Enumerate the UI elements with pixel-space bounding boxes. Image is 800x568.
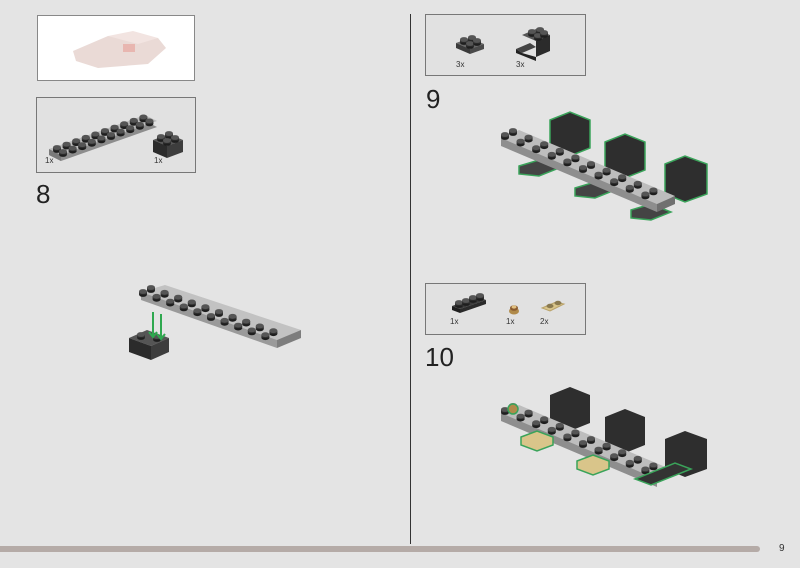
stud [228, 313, 237, 322]
stud [516, 413, 525, 422]
stud [633, 455, 642, 464]
stud [547, 426, 556, 435]
parts-list-step-9: 3x 3x [425, 14, 586, 76]
stud [247, 327, 256, 336]
stud [540, 416, 549, 425]
stud [145, 118, 154, 127]
stud [215, 309, 223, 317]
stud [563, 158, 572, 167]
stud [602, 442, 611, 451]
stud [87, 138, 96, 147]
stud [179, 303, 188, 312]
stud [255, 323, 264, 332]
stud [587, 161, 595, 169]
model-preview-image [73, 31, 166, 68]
stud [160, 289, 169, 298]
stud [166, 298, 175, 307]
part-qty: 3x [516, 60, 525, 69]
stud [97, 135, 106, 144]
stud [234, 322, 243, 331]
part-qty: 3x [456, 60, 465, 69]
stud [540, 141, 549, 150]
placement-arrow-icon [148, 312, 166, 341]
stud [571, 154, 580, 163]
part-plate-1x2-rounded [540, 300, 566, 312]
stud [187, 299, 196, 308]
step-10-illustration [501, 387, 707, 487]
stud [610, 453, 619, 462]
stud [524, 409, 533, 418]
stud [126, 125, 135, 134]
stud [532, 145, 541, 154]
stud [563, 433, 572, 442]
stud [594, 446, 603, 455]
part-plate-1x4 [452, 293, 486, 313]
stud [618, 174, 627, 183]
part-plate-2x10 [49, 114, 157, 161]
stud [242, 318, 251, 327]
stud [602, 167, 611, 176]
parts-list-step-10: 1x 1x 2x [425, 283, 586, 335]
stud [610, 178, 619, 187]
part-bracket-2x2 [516, 27, 550, 61]
stud [207, 313, 215, 321]
stud [501, 132, 509, 140]
part-qty: 2x [540, 317, 549, 326]
stud [587, 436, 595, 444]
stud [649, 187, 658, 196]
step-number: 8 [36, 179, 51, 209]
stud [555, 422, 564, 431]
part-plate-2x2 [456, 35, 484, 54]
stud [579, 165, 587, 173]
stud [579, 440, 587, 448]
step-number: 10 [425, 342, 454, 372]
parts-list-step-8: 1x 1x [36, 97, 196, 173]
stud [509, 128, 517, 136]
step-number: 9 [426, 84, 441, 114]
stud [555, 147, 564, 156]
stud [261, 332, 270, 341]
stud [147, 285, 155, 293]
stud [594, 171, 603, 180]
stud [193, 308, 202, 317]
stud [135, 121, 144, 130]
stud [152, 293, 161, 302]
step-8-illustration [129, 285, 301, 360]
stud [174, 294, 183, 303]
part-qty: 1x [154, 156, 163, 165]
stud [532, 420, 541, 429]
stud [524, 134, 533, 143]
stud [618, 449, 627, 458]
stud [78, 142, 87, 151]
progress-bar [0, 546, 760, 552]
stud [571, 429, 580, 438]
stud [625, 184, 634, 193]
stud [516, 138, 525, 147]
stud [139, 289, 147, 297]
part-qty: 1x [506, 317, 515, 326]
model-preview [37, 15, 195, 81]
stud [68, 145, 77, 154]
page-number: 9 [779, 543, 785, 554]
part-qty: 1x [450, 317, 459, 326]
page-divider [410, 14, 411, 544]
part-round-plate-1x1 [509, 305, 519, 315]
stud [107, 132, 115, 140]
stud [641, 191, 650, 200]
stud [649, 462, 658, 471]
stud [201, 304, 210, 313]
stud [59, 149, 67, 157]
step-9-illustration [501, 111, 708, 221]
stud [116, 128, 125, 137]
stud [547, 151, 556, 160]
stud [633, 180, 642, 189]
part-brick-2x2 [153, 131, 183, 158]
part-qty: 1x [45, 156, 54, 165]
stud [269, 328, 278, 337]
stud [220, 317, 229, 326]
stud [625, 459, 634, 468]
